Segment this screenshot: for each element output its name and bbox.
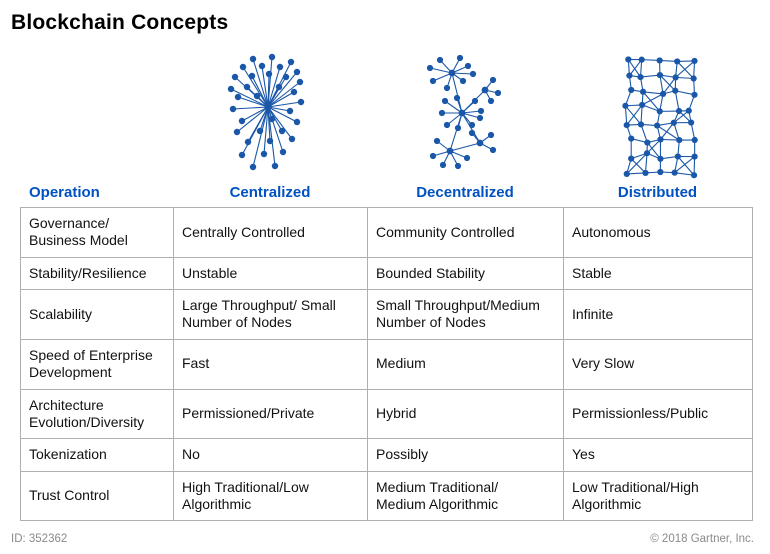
distributed-network-diagram bbox=[563, 47, 752, 179]
decentralized-cell: Hybrid bbox=[367, 388, 564, 440]
decentralized-column-header: Decentralized bbox=[416, 184, 514, 201]
operation-cell: Architecture Evolution/Diversity bbox=[20, 388, 174, 440]
clustered-network-icon bbox=[426, 54, 502, 170]
decentralized-cell: Medium Traditional/ Medium Algorithmic bbox=[367, 470, 564, 522]
operation-cell: Speed of Enterprise Development bbox=[20, 338, 174, 390]
operation-cell: Trust Control bbox=[20, 470, 174, 522]
diagram-spacer bbox=[20, 47, 173, 179]
centralized-cell: Large Throughput/ Small Number of Nodes bbox=[173, 289, 368, 340]
operation-cell: Governance/ Business Model bbox=[20, 207, 174, 258]
network-diagrams-row bbox=[20, 47, 770, 179]
centralized-cell: Centrally Controlled bbox=[173, 207, 368, 258]
operation-cell: Tokenization bbox=[20, 438, 174, 472]
table-row-trust: Trust Control High Traditional/Low Algor… bbox=[20, 470, 753, 522]
comparison-table: Governance/ Business Model Centrally Con… bbox=[20, 207, 753, 522]
table-column-headers: Operation Centralized Decentralized Dist… bbox=[20, 182, 770, 204]
distributed-cell: Yes bbox=[563, 438, 753, 472]
centralized-column-header: Centralized bbox=[229, 184, 311, 201]
mesh-network-icon bbox=[621, 56, 698, 179]
table-row-tokenization: Tokenization No Possibly Yes bbox=[20, 438, 753, 472]
star-network-icon bbox=[227, 53, 305, 171]
table-row-governance: Governance/ Business Model Centrally Con… bbox=[20, 207, 753, 258]
centralized-cell: High Traditional/Low Algorithmic bbox=[173, 470, 368, 522]
table-row-scalability: Scalability Large Throughput/ Small Numb… bbox=[20, 289, 753, 340]
centralized-network-diagram bbox=[173, 47, 367, 179]
figure-id: ID: 352362 bbox=[11, 533, 68, 545]
operation-cell: Scalability bbox=[20, 289, 174, 340]
distributed-cell: Stable bbox=[563, 256, 753, 291]
distributed-cell: Permissionless/Public bbox=[563, 388, 753, 440]
operation-cell: Stability/Resilience bbox=[20, 256, 174, 291]
centralized-cell: Fast bbox=[173, 338, 368, 390]
decentralized-cell: Medium bbox=[367, 338, 564, 390]
table-row-stability: Stability/Resilience Unstable Bounded St… bbox=[20, 256, 753, 291]
decentralized-network-diagram bbox=[367, 47, 563, 179]
table-row-architecture: Architecture Evolution/Diversity Permiss… bbox=[20, 388, 753, 440]
centralized-cell: No bbox=[173, 438, 368, 472]
operation-column-header: Operation bbox=[29, 184, 100, 201]
centralized-cell: Permissioned/Private bbox=[173, 388, 368, 440]
table-row-speed: Speed of Enterprise Development Fast Med… bbox=[20, 338, 753, 390]
distributed-cell: Very Slow bbox=[563, 338, 753, 390]
distributed-column-header: Distributed bbox=[617, 184, 698, 201]
decentralized-cell: Possibly bbox=[367, 438, 564, 472]
centralized-cell: Unstable bbox=[173, 256, 368, 291]
decentralized-cell: Small Throughput/Medium Number of Nodes bbox=[367, 289, 564, 340]
copyright: © 2018 Gartner, Inc. bbox=[650, 533, 754, 545]
decentralized-cell: Bounded Stability bbox=[367, 256, 564, 291]
page-title: Blockchain Concepts bbox=[11, 11, 229, 34]
distributed-cell: Infinite bbox=[563, 289, 753, 340]
distributed-cell: Autonomous bbox=[563, 207, 753, 258]
distributed-cell: Low Traditional/High Algorithmic bbox=[563, 470, 753, 522]
decentralized-cell: Community Controlled bbox=[367, 207, 564, 258]
